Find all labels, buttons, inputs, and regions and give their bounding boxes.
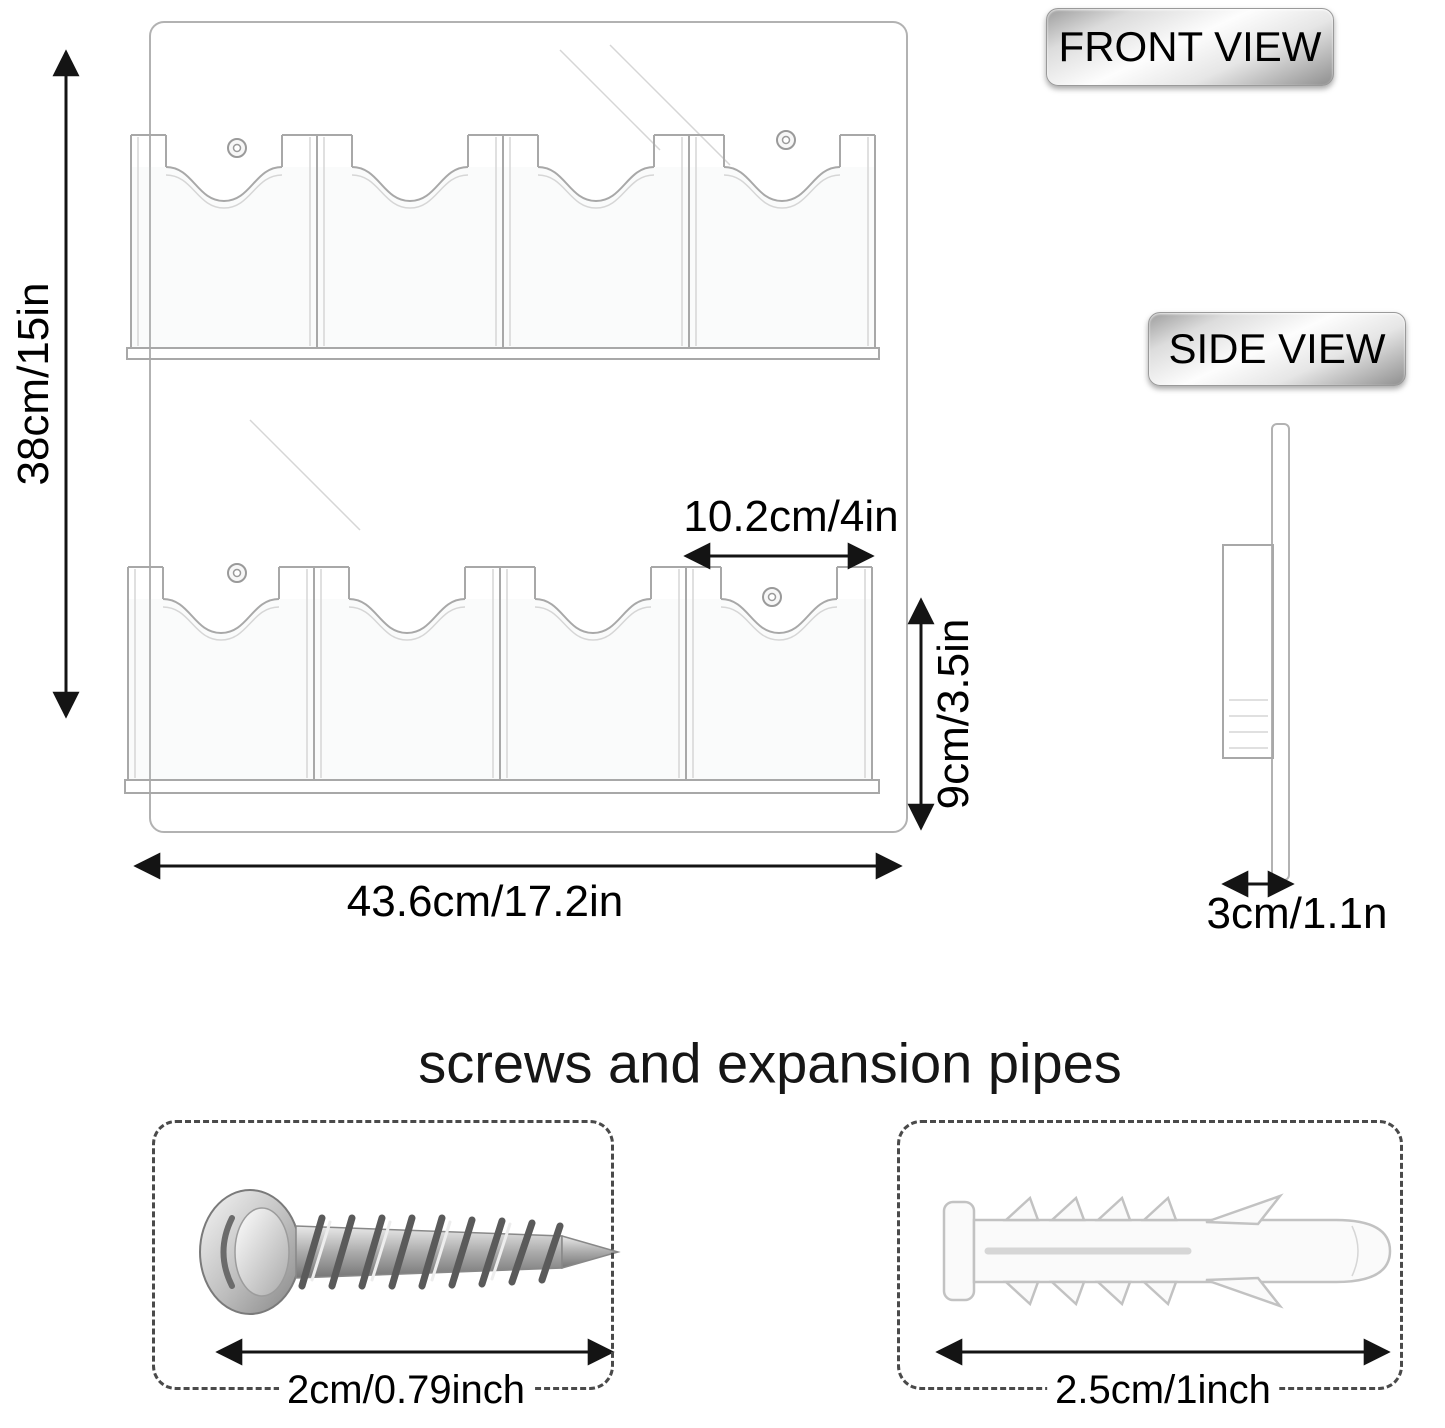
side-view-drawing — [1222, 423, 1290, 881]
hardware-heading: screws and expansion pipes — [418, 1031, 1122, 1095]
row-1-bottom-lip — [126, 347, 880, 360]
pocket-row-2 — [124, 566, 880, 794]
front-view-badge: FRONT VIEW — [1046, 8, 1334, 86]
anchor-illustration — [942, 1193, 1392, 1309]
screw-illustration — [199, 1189, 621, 1315]
side-pocket-profile — [1222, 544, 1274, 759]
anchor-tip-detail — [1351, 1225, 1359, 1277]
dimension-lines — [52, 49, 1391, 1366]
front-view-drawing — [124, 21, 908, 833]
anchor-length-label: 2.5cm/1inch — [1047, 1370, 1279, 1410]
pocket-width-label: 10.2cm/4in — [683, 492, 899, 541]
row-2-bottom-lip — [124, 779, 880, 794]
anchor-wings — [1205, 1193, 1284, 1309]
screw-panel — [152, 1120, 614, 1390]
screw-slot — [220, 1215, 235, 1289]
mounting-holes — [227, 130, 796, 607]
overall-width-label: 43.6cm/17.2in — [346, 877, 624, 926]
side-view-badge: SIDE VIEW — [1148, 312, 1406, 386]
side-back-panel — [1271, 423, 1290, 881]
screw-tip — [561, 1235, 621, 1269]
depth-label: 3cm/1.1n — [1206, 889, 1388, 938]
pocket-height-label: 9cm/3.5in — [929, 618, 978, 810]
pocket-row-1 — [126, 134, 880, 360]
side-pocket-detail-lines — [1229, 699, 1268, 749]
acrylic-sheen-lines — [249, 44, 731, 531]
anchor-teeth — [1002, 1195, 1178, 1307]
screw-length-label: 2cm/0.79inch — [279, 1370, 533, 1410]
overall-height-label: 38cm/15in — [9, 282, 58, 486]
screw-threads — [298, 1214, 564, 1290]
anchor-panel — [897, 1120, 1403, 1390]
